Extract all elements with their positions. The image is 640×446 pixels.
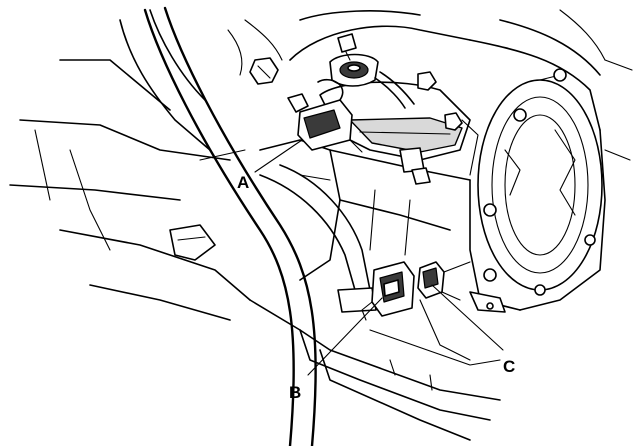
callout-label-b: B (289, 383, 301, 402)
leader-lines (254, 139, 504, 376)
connector-a (287, 78, 363, 153)
leader-line-c (431, 284, 504, 351)
transmission-case (9, 9, 633, 441)
callout-label-a: A (237, 173, 249, 192)
wiring-harness (143, 6, 377, 446)
callout-label-c: C (503, 357, 515, 376)
callout-labels: A B C (237, 173, 515, 402)
sensor-assembly (319, 33, 479, 185)
leader-line-b (307, 297, 383, 376)
connector-b (361, 261, 415, 321)
connector-c (417, 261, 506, 313)
leader-line-a (254, 139, 303, 173)
